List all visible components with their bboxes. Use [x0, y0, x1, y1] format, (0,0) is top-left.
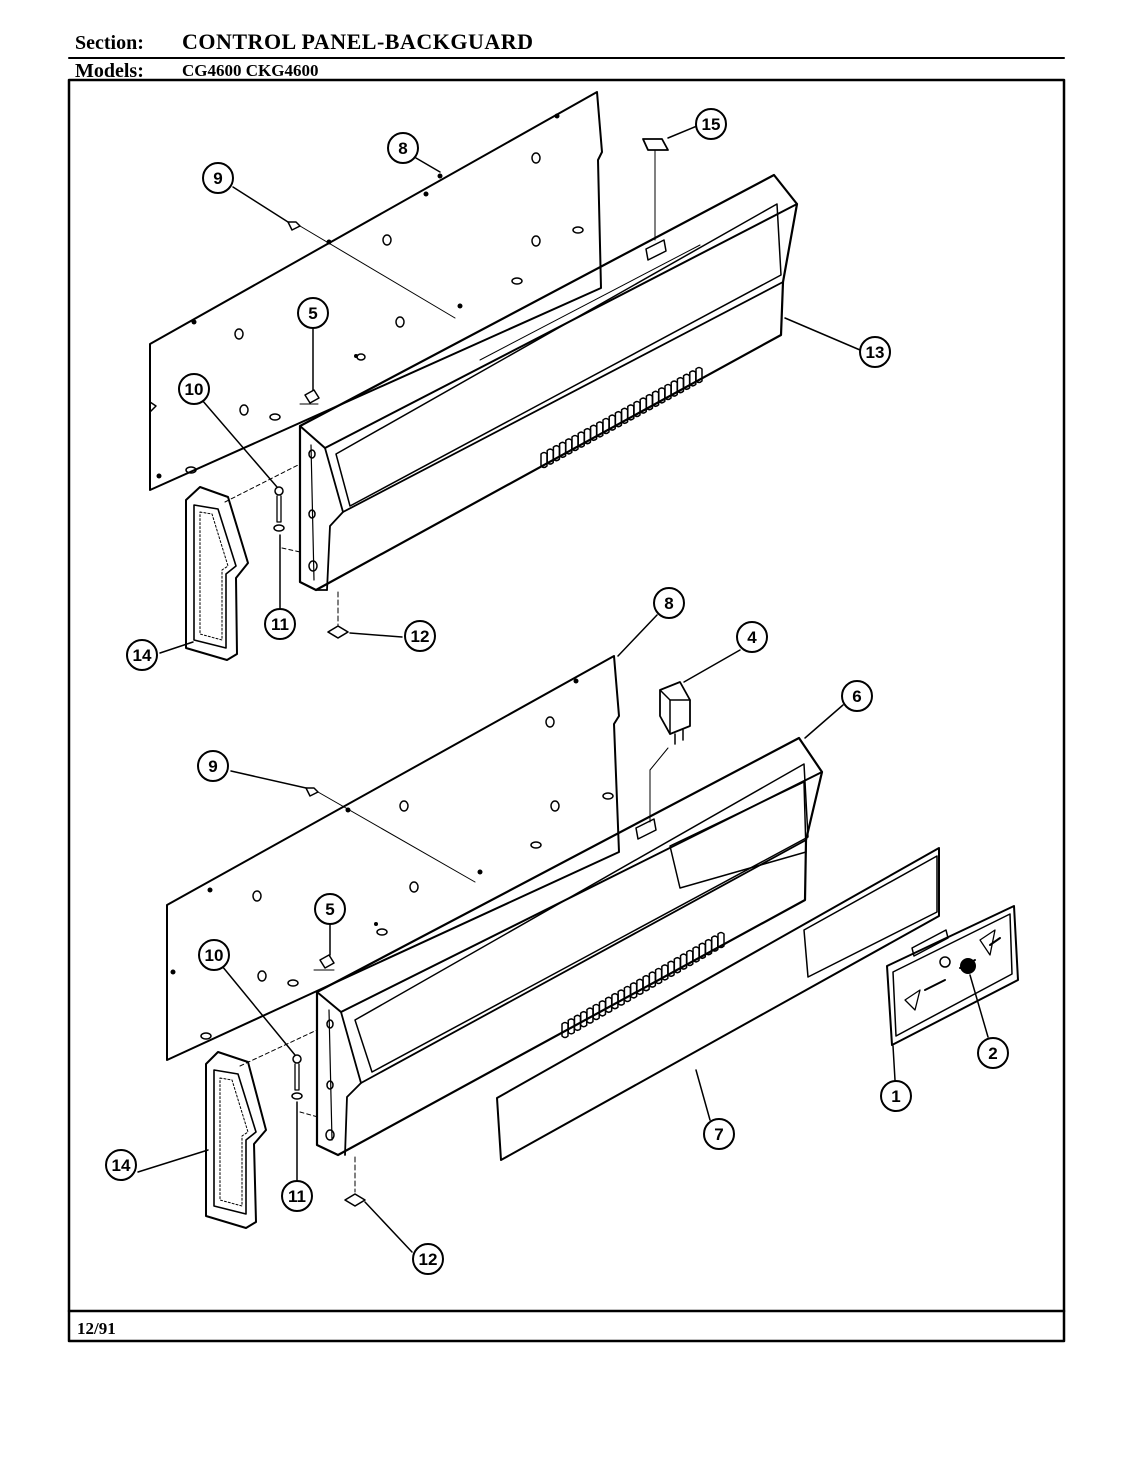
callout-circle — [197, 750, 229, 782]
callout-circle — [126, 639, 158, 671]
callout-circle — [703, 1118, 735, 1150]
callout-circle — [653, 587, 685, 619]
callout-number: 14 — [133, 646, 152, 665]
callout-number: 5 — [325, 900, 334, 919]
nut-upper — [304, 389, 320, 404]
vent-slot — [611, 992, 619, 1010]
callout-number: 12 — [411, 627, 430, 646]
callout-number: 10 — [185, 380, 204, 399]
callout-c9a: 9 — [202, 162, 234, 194]
callout-number: 11 — [288, 1187, 306, 1206]
callout-circle — [404, 620, 436, 652]
backguard-lower — [315, 736, 824, 1157]
upper-assembly — [149, 91, 799, 661]
callout-circle — [841, 680, 873, 712]
callout-number: 8 — [398, 139, 407, 158]
callout-circle — [297, 297, 329, 329]
screw-assembly-upper — [224, 463, 301, 553]
overlay-panel — [496, 847, 940, 1161]
callout-number: 11 — [271, 615, 289, 634]
fastener-upper — [327, 591, 349, 639]
callout-c1: 1 — [880, 1080, 912, 1112]
clip-upper — [642, 138, 669, 241]
rear-panel-lower — [166, 655, 620, 1061]
callout-c10a: 10 — [178, 373, 210, 405]
callout-circle — [281, 1180, 313, 1212]
lower-assembly — [166, 655, 1019, 1229]
callout-number: 8 — [664, 594, 673, 613]
callout-c6: 6 — [841, 680, 873, 712]
callout-leaders — [137, 125, 989, 1253]
callout-circle — [387, 132, 419, 164]
callout-c10b: 10 — [198, 939, 230, 971]
fastener-lower — [344, 1156, 366, 1207]
callout-c13: 13 — [859, 336, 891, 368]
vent-slot — [617, 989, 625, 1006]
callout-number: 12 — [419, 1250, 438, 1269]
callout-circle — [202, 162, 234, 194]
revision-date: 12/91 — [77, 1319, 116, 1338]
callout-circle — [105, 1149, 137, 1181]
callout-circle — [264, 608, 296, 640]
callout-number: 1 — [891, 1087, 900, 1106]
nut-lower — [319, 954, 335, 969]
callout-circle — [412, 1243, 444, 1275]
screw-upper — [287, 221, 301, 231]
callout-c15: 15 — [695, 108, 727, 140]
end-cap-lower — [205, 1051, 267, 1229]
callout-c7: 7 — [703, 1118, 735, 1150]
callout-circle — [736, 621, 768, 653]
callout-number: 14 — [112, 1156, 131, 1175]
callout-c8b: 8 — [653, 587, 685, 619]
callout-number: 2 — [988, 1044, 997, 1063]
clock-timer — [886, 905, 1019, 1046]
callout-c12b: 12 — [412, 1243, 444, 1275]
rear-panel-upper — [149, 91, 603, 491]
callout-number: 6 — [852, 687, 861, 706]
callout-c11b: 11 — [281, 1180, 313, 1212]
callout-number: 9 — [213, 169, 222, 188]
end-cap-upper — [185, 486, 249, 661]
callout-circle — [859, 336, 891, 368]
callout-circle — [178, 373, 210, 405]
screw-lower — [305, 787, 319, 797]
callout-c2: 2 — [977, 1037, 1009, 1069]
models-value: CG4600 CKG4600 — [182, 61, 319, 80]
callout-circle — [314, 893, 346, 925]
callout-c14a: 14 — [126, 639, 158, 671]
callout-c5b: 5 — [314, 893, 346, 925]
section-title: CONTROL PANEL-BACKGUARD — [182, 29, 534, 54]
callout-number: 15 — [702, 115, 721, 134]
callout-circle — [695, 108, 727, 140]
callout-number: 9 — [208, 757, 217, 776]
vent-slot — [717, 931, 725, 949]
callout-c11a: 11 — [264, 608, 296, 640]
models-label: Models: — [75, 60, 144, 82]
callout-c8a: 8 — [387, 132, 419, 164]
section-label: Section: — [75, 32, 144, 54]
callout-c4: 4 — [736, 621, 768, 653]
callout-number: 4 — [747, 628, 757, 647]
callout-number: 10 — [205, 946, 224, 965]
page-frame — [67, 57, 1066, 1343]
callout-circle — [198, 939, 230, 971]
callout-number: 5 — [308, 304, 317, 323]
callout-c9b: 9 — [197, 750, 229, 782]
backguard-upper — [298, 173, 799, 592]
callout-c14b: 14 — [105, 1149, 137, 1181]
callout-c12a: 12 — [404, 620, 436, 652]
callout-number: 13 — [866, 343, 885, 362]
vent-slot — [695, 366, 703, 384]
screw-assembly-lower — [239, 1029, 319, 1118]
switch-lower — [649, 681, 691, 823]
callout-circle — [977, 1037, 1009, 1069]
callout-circle — [880, 1080, 912, 1112]
callout-c5a: 5 — [297, 297, 329, 329]
callout-number: 7 — [714, 1125, 723, 1144]
